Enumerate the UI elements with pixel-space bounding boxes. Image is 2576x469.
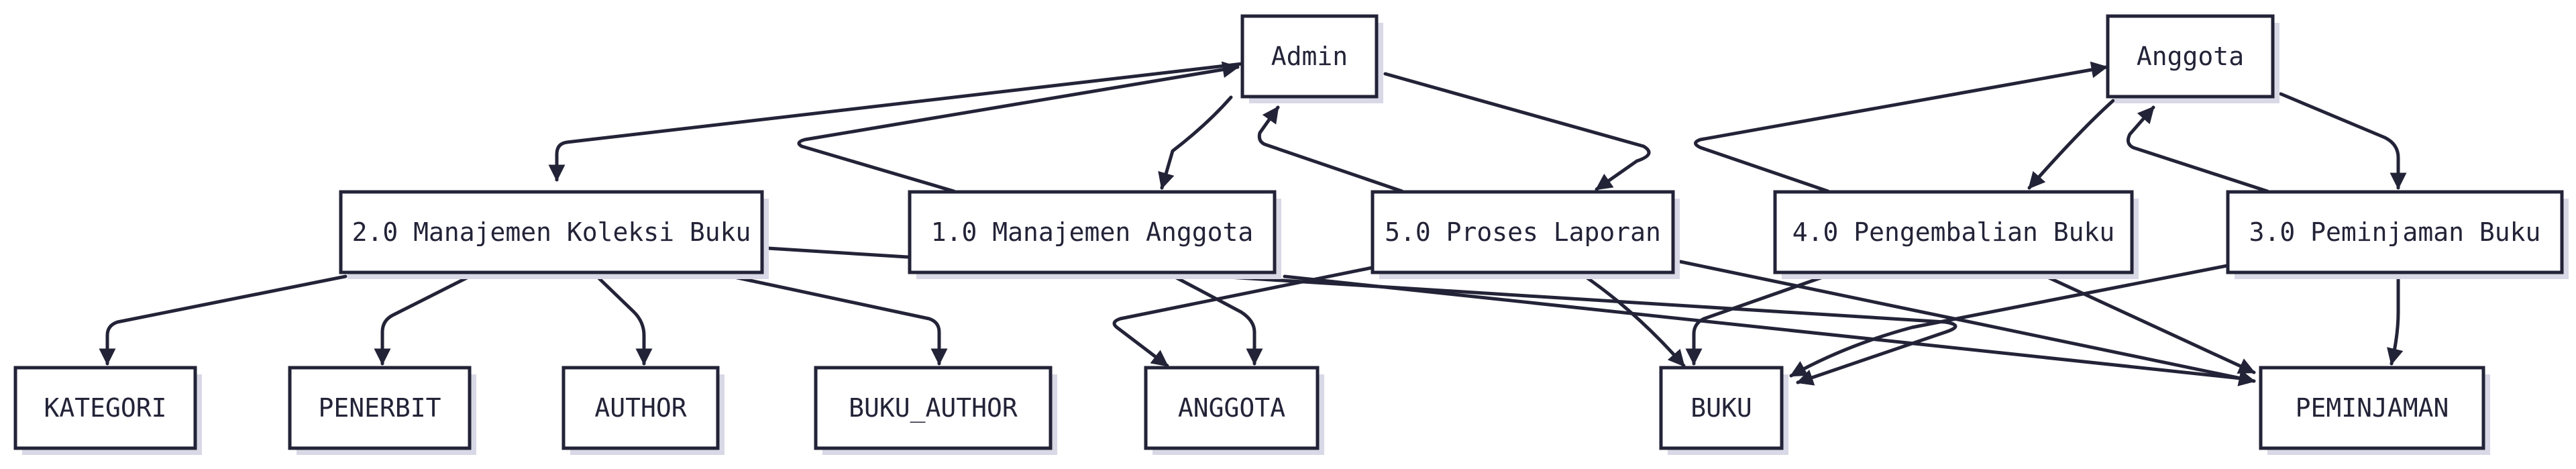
edge-p5-to-admin	[1257, 105, 1404, 193]
node-store-anggota[interactable]: ANGGOTA	[1144, 366, 1324, 455]
edge-p1-to-peminjaman	[1283, 274, 2249, 381]
node-process-5-proses-laporan[interactable]: 5.0 Proses Laporan	[1371, 190, 1680, 279]
node-store-author-label: AUTHOR	[594, 393, 686, 423]
edge-admin-to-p1	[1158, 95, 1233, 190]
node-process-3-peminjaman-buku[interactable]: 3.0 Peminjaman Buku	[2226, 190, 2569, 279]
node-anggota-external-label: Anggota	[2137, 42, 2244, 71]
edge-anggota-to-p3	[2279, 92, 2407, 190]
node-store-buku-author-label: BUKU_AUTHOR	[849, 393, 1018, 423]
nodes: Admin Anggota 2.0 Manajemen Koleksi Buku…	[13, 14, 2569, 455]
node-store-buku[interactable]: BUKU	[1659, 366, 1788, 455]
edge-p2-to-penerbit	[374, 274, 472, 366]
edges	[99, 61, 2407, 386]
node-store-buku-author[interactable]: BUKU_AUTHOR	[814, 366, 1057, 455]
node-store-peminjaman-label: PEMINJAMAN	[2296, 393, 2449, 423]
node-process-4-label: 4.0 Pengembalian Buku	[1792, 217, 2114, 247]
node-store-peminjaman[interactable]: PEMINJAMAN	[2259, 366, 2490, 455]
node-process-5-label: 5.0 Proses Laporan	[1385, 217, 1661, 247]
edge-p4-to-anggota	[1694, 61, 2108, 193]
node-store-penerbit-label: PENERBIT	[318, 393, 441, 423]
node-process-3-label: 3.0 Peminjaman Buku	[2249, 217, 2541, 247]
edge-p1-to-anggota-store	[1172, 274, 1263, 366]
edge-p5-to-buku	[1581, 273, 1686, 368]
edge-p3-to-buku	[1789, 263, 2233, 378]
edge-p2-to-author	[595, 274, 653, 366]
node-process-1-label: 1.0 Manajemen Anggota	[931, 217, 1253, 247]
node-anggota-external[interactable]: Anggota	[2106, 14, 2279, 103]
node-process-4-pengembalian-buku[interactable]: 4.0 Pengembalian Buku	[1773, 190, 2139, 279]
node-process-2-label: 2.0 Manajemen Koleksi Buku	[352, 217, 751, 247]
node-admin[interactable]: Admin	[1240, 14, 1383, 103]
node-process-2-manajemen-koleksi-buku[interactable]: 2.0 Manajemen Koleksi Buku	[339, 190, 769, 279]
node-store-kategori-label: KATEGORI	[44, 393, 166, 423]
edge-anggota-to-p4	[2027, 99, 2115, 190]
edge-p5-to-anggota-store	[1112, 265, 1377, 368]
node-store-anggota-label: ANGGOTA	[1178, 393, 1285, 423]
edge-admin-to-p2	[548, 62, 1244, 182]
edge-p4-to-peminjaman	[2044, 274, 2256, 374]
node-store-penerbit[interactable]: PENERBIT	[288, 366, 476, 455]
edge-p4-to-buku	[1685, 274, 1827, 366]
edge-p2-to-buku-author	[729, 274, 948, 366]
edge-p1-to-admin	[797, 61, 1240, 193]
edge-p3-to-peminjaman	[2387, 274, 2404, 366]
node-store-kategori[interactable]: KATEGORI	[13, 366, 202, 455]
node-store-author[interactable]: AUTHOR	[561, 366, 724, 455]
edge-admin-to-p5	[1383, 72, 1651, 191]
edge-p2-to-kategori	[99, 274, 347, 366]
edge-p3-to-anggota	[2126, 105, 2269, 193]
node-store-buku-label: BUKU	[1690, 393, 1752, 423]
node-process-1-manajemen-anggota[interactable]: 1.0 Manajemen Anggota	[908, 190, 1281, 279]
node-admin-label: Admin	[1271, 42, 1348, 71]
edge-p5-to-peminjaman	[1678, 260, 2256, 386]
